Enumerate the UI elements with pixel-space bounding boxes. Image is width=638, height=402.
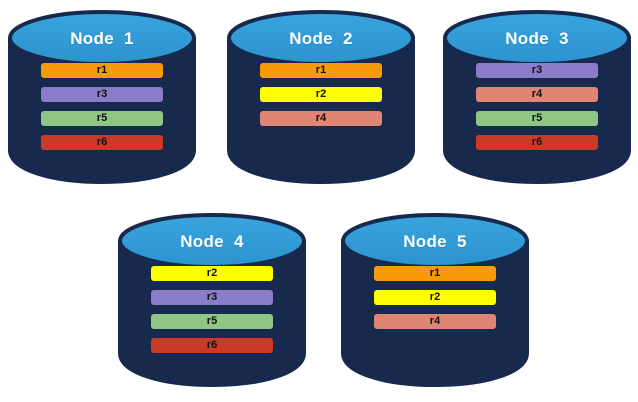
replica-bar[interactable]: r2 bbox=[260, 87, 382, 102]
replica-label: r3 bbox=[206, 291, 218, 303]
replica-label: r2 bbox=[206, 267, 218, 279]
replica-label: r3 bbox=[531, 64, 543, 76]
replica-label: r1 bbox=[315, 64, 327, 76]
replica-label: r2 bbox=[429, 291, 441, 303]
node-3-title: Node 3 bbox=[505, 29, 569, 48]
replica-label: r4 bbox=[429, 315, 441, 327]
replica-bar[interactable]: r1 bbox=[41, 63, 163, 78]
replica-bar[interactable]: r4 bbox=[260, 111, 382, 126]
replica-label: r6 bbox=[531, 136, 543, 148]
node-1-cylinder[interactable]: Node 1 r1 r3 r5 r6 bbox=[8, 8, 196, 186]
replica-label: r1 bbox=[96, 64, 108, 76]
node-4-title: Node 4 bbox=[180, 232, 244, 251]
replica-label: r4 bbox=[315, 112, 327, 124]
node-3-cylinder[interactable]: Node 3 r3 r4 r5 r6 bbox=[443, 8, 631, 186]
replica-bar[interactable]: r5 bbox=[476, 111, 598, 126]
replica-bar[interactable]: r6 bbox=[476, 135, 598, 150]
replica-bar[interactable]: r3 bbox=[151, 290, 273, 305]
replica-label: r2 bbox=[315, 88, 327, 100]
replica-label: r5 bbox=[96, 112, 108, 124]
replica-bar[interactable]: r2 bbox=[151, 266, 273, 281]
node-2-title: Node 2 bbox=[289, 29, 353, 48]
replica-label: r6 bbox=[206, 339, 218, 351]
replica-label: r6 bbox=[96, 136, 108, 148]
replica-bar[interactable]: r4 bbox=[374, 314, 496, 329]
replica-label: r3 bbox=[96, 88, 108, 100]
replica-bar[interactable]: r5 bbox=[41, 111, 163, 126]
replica-bar[interactable]: r6 bbox=[41, 135, 163, 150]
node-4-replica-list: r2 r3 r5 r6 bbox=[151, 266, 273, 362]
node-2-replica-list: r1 r2 r4 bbox=[260, 63, 382, 135]
replica-bar[interactable]: r3 bbox=[41, 87, 163, 102]
node-5-replica-list: r1 r2 r4 bbox=[374, 266, 496, 338]
node-5-cylinder[interactable]: Node 5 r1 r2 r4 bbox=[341, 211, 529, 389]
replica-label: r4 bbox=[531, 88, 543, 100]
replica-bar[interactable]: r5 bbox=[151, 314, 273, 329]
node-1-title: Node 1 bbox=[70, 29, 134, 48]
replica-bar[interactable]: r1 bbox=[374, 266, 496, 281]
replica-bar[interactable]: r4 bbox=[476, 87, 598, 102]
replica-bar[interactable]: r2 bbox=[374, 290, 496, 305]
node-5-title: Node 5 bbox=[403, 232, 467, 251]
replica-label: r5 bbox=[206, 315, 218, 327]
node-1-replica-list: r1 r3 r5 r6 bbox=[41, 63, 163, 159]
node-4-cylinder[interactable]: Node 4 r2 r3 r5 r6 bbox=[118, 211, 306, 389]
node-3-replica-list: r3 r4 r5 r6 bbox=[476, 63, 598, 159]
replica-bar[interactable]: r3 bbox=[476, 63, 598, 78]
replica-label: r1 bbox=[429, 267, 441, 279]
node-2-cylinder[interactable]: Node 2 r1 r2 r4 bbox=[227, 8, 415, 186]
replica-bar[interactable]: r1 bbox=[260, 63, 382, 78]
replica-label: r5 bbox=[531, 112, 543, 124]
replica-bar[interactable]: r6 bbox=[151, 338, 273, 353]
